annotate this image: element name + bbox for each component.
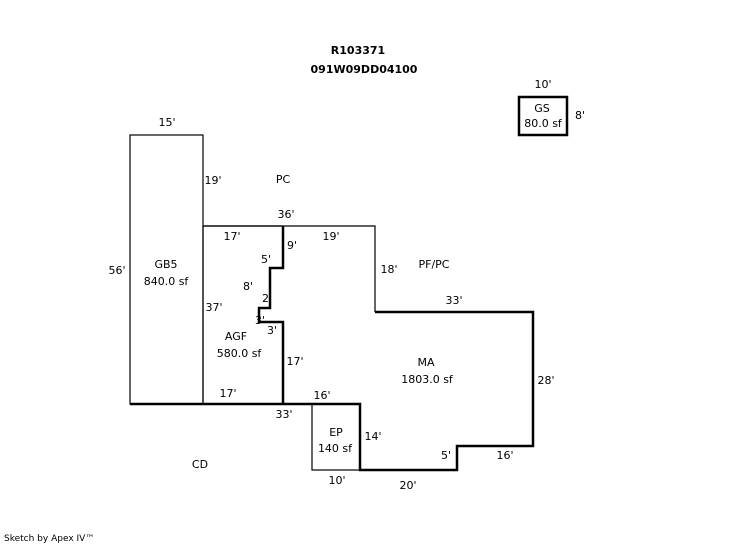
dimension-36: 36' xyxy=(277,208,294,221)
dimension-28: 28' xyxy=(537,374,554,387)
dimension-10: 10' xyxy=(328,474,345,487)
dimension-16-top: 16' xyxy=(313,389,330,402)
gb5-top-dimension: 15' xyxy=(158,116,175,129)
gs-name: GS xyxy=(534,102,550,115)
dimension-14: 14' xyxy=(364,430,381,443)
dimension-20: 20' xyxy=(399,479,416,492)
dimension-18: 18' xyxy=(380,263,397,276)
dimension-37: 37' xyxy=(205,301,222,314)
ep-name: EP xyxy=(329,426,343,439)
gb5-area: 840.0 sf xyxy=(144,275,190,288)
gb5-right-dimension: 19' xyxy=(204,174,221,187)
gs-right-dimension: 8' xyxy=(575,109,585,122)
ma-name: MA xyxy=(417,356,434,369)
agf-top-dimension: 17' xyxy=(223,230,240,243)
gb5-left-dimension: 56' xyxy=(108,264,125,277)
gs-area: 80.0 sf xyxy=(524,117,563,130)
map-number: 091W09DD04100 xyxy=(311,63,418,76)
dimension-17-right: 17' xyxy=(286,355,303,368)
dimension-33-bottom: 33' xyxy=(275,408,292,421)
agf-name: AGF xyxy=(225,330,247,343)
pc-label: PC xyxy=(276,173,291,186)
gb5-name: GB5 xyxy=(154,258,177,271)
dimension-step-2: 2' xyxy=(262,292,272,305)
dimension-5-step: 5' xyxy=(441,449,451,462)
dimension-step-3a: 3' xyxy=(255,314,265,327)
ma-area: 1803.0 sf xyxy=(401,373,454,386)
ep-area: 140 sf xyxy=(318,442,353,455)
agf-area: 580.0 sf xyxy=(217,347,263,360)
dimension-19: 19' xyxy=(322,230,339,243)
agf-ma-partition xyxy=(257,226,285,404)
sketch-credit: Sketch by Apex IV™ xyxy=(4,534,95,544)
dimension-step-3b: 3' xyxy=(267,324,277,337)
dimension-9: 9' xyxy=(287,239,297,252)
pf-pc-label: PF/PC xyxy=(419,258,450,271)
gs-top-dimension: 10' xyxy=(534,78,551,91)
gs-outline xyxy=(517,95,569,137)
agf-bottom-dimension: 17' xyxy=(219,387,236,400)
cd-label: CD xyxy=(192,458,208,471)
dimension-33-top: 33' xyxy=(445,294,462,307)
ep-outline xyxy=(311,403,361,471)
dimension-step-5: 5' xyxy=(261,253,271,266)
dimension-16-bottom: 16' xyxy=(496,449,513,462)
dimension-step-8: 8' xyxy=(243,280,253,293)
parcel-id: R103371 xyxy=(331,44,385,57)
